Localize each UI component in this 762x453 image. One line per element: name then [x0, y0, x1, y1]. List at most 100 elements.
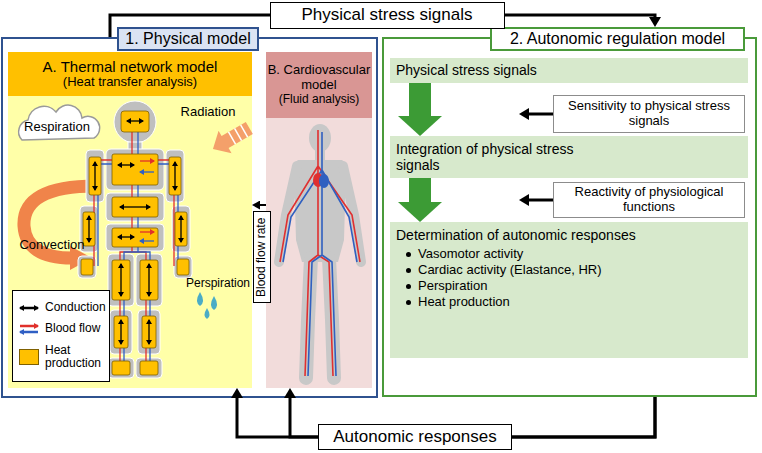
- bullet-dot: [406, 268, 411, 273]
- figure-label: Perspiration: [186, 277, 250, 291]
- conduction-arrow: [120, 206, 150, 207]
- panel-title: (Fluid analysis): [279, 93, 360, 107]
- list-item: Cardiac activity (Elastance, HR): [418, 263, 602, 278]
- heat-production-segment: [112, 228, 158, 247]
- process-band: Determination of autonomic responsesVaso…: [390, 222, 748, 358]
- heat-production-segment: [114, 316, 128, 348]
- perspiration-droplet: [211, 296, 217, 310]
- perspiration-droplet: [197, 292, 217, 319]
- signal-label: Blood flow rate: [253, 211, 271, 303]
- band-heading: Determination of autonomic responses: [396, 227, 636, 243]
- panel-title: (Heat transfer analysis): [63, 75, 197, 90]
- circulation-silhouette: [294, 160, 346, 262]
- heat-production-segment: [112, 154, 158, 185]
- radiation-arrow: [229, 132, 236, 144]
- legend-sample: [20, 306, 38, 309]
- body-silhouette: [136, 254, 162, 306]
- legend-row: Blood flow: [17, 322, 105, 336]
- list-item: Perspiration: [418, 279, 487, 294]
- factor-box: Sensitivity to physical stress signals: [553, 95, 745, 133]
- body-silhouette: [106, 149, 164, 190]
- body-silhouette: [106, 193, 164, 221]
- body-silhouette: [108, 358, 134, 378]
- heat-production-segment: [112, 260, 130, 300]
- box-text: Physical stress signals: [396, 62, 537, 78]
- radiation-arrow: [235, 128, 242, 140]
- heat-production-segment: [140, 361, 158, 375]
- legend-row: Heat production: [17, 344, 105, 372]
- panel-header: B. Cardiovascular model(Fluid analysis): [266, 52, 372, 118]
- perspiration-droplet: [197, 292, 203, 306]
- signal-label: Physical stress signals: [270, 2, 505, 29]
- radiation-arrow: [206, 117, 255, 161]
- legend-sample: [17, 301, 41, 315]
- conduction-arrow: [118, 236, 134, 237]
- body-silhouette: [106, 224, 164, 251]
- radiation-arrow: [241, 125, 248, 137]
- body-silhouette: [136, 358, 162, 378]
- radiation-arrow: [206, 117, 255, 161]
- side-arrow: [529, 113, 553, 116]
- blood-vessel: [280, 130, 360, 376]
- blood-flow-arrow: [140, 160, 154, 161]
- blood-flow-arrow: [140, 240, 154, 241]
- side-arrow: [529, 114, 553, 200]
- conduction-arrow: [148, 264, 149, 296]
- panel-header: A. Thermal network model(Heat transfer a…: [8, 52, 252, 96]
- list-row: Perspiration: [406, 279, 742, 294]
- signal-label: Autonomic responses: [318, 424, 512, 450]
- box-text: Reactivity of physiological functions: [560, 185, 738, 215]
- heart-symbol: [313, 173, 329, 188]
- blood-flow-arrow: [140, 231, 154, 232]
- body-silhouette: [108, 254, 134, 306]
- conduction-arrow: [88, 216, 89, 242]
- body-silhouette: [78, 256, 96, 278]
- bullet-dot: [406, 300, 411, 305]
- body-silhouette: [114, 101, 156, 143]
- body-silhouette: [110, 310, 132, 354]
- circulation-silhouette: [309, 124, 331, 152]
- blood-vessel: [280, 130, 360, 376]
- heat-production-segment: [112, 197, 158, 217]
- box-text: Integration of physical stress signals: [396, 141, 596, 173]
- conduction-arrow: [127, 120, 143, 121]
- blood-flow-arrow: [140, 171, 154, 172]
- heart-symbol: [319, 174, 329, 188]
- list-row: Determination of autonomic responses: [396, 227, 742, 243]
- legend-text: Heat production: [45, 344, 105, 372]
- panel-title: A. Thermal network model: [43, 58, 218, 75]
- panel-title: B. Cardiovascular model: [267, 63, 371, 93]
- legend-sample: [20, 326, 38, 332]
- conduction-arrow: [148, 320, 149, 344]
- conduction-arrow: [120, 264, 121, 296]
- legend-box: ConductionBlood flowHeat production: [12, 290, 110, 382]
- list-row: Heat production: [406, 295, 742, 310]
- circulation-silhouette: [315, 150, 325, 160]
- legend-swatch: [19, 349, 39, 365]
- side-arrow: [529, 199, 553, 202]
- body-silhouette: [166, 150, 184, 202]
- list-row: Vasomotor activity: [406, 247, 742, 262]
- process-band: Integration of physical stress signals: [390, 136, 748, 178]
- conduction-arrow: [120, 320, 121, 344]
- legend-sample: [20, 325, 38, 328]
- body-silhouette: [86, 150, 104, 202]
- body-silhouette: [174, 256, 192, 278]
- conduction-arrow: [118, 164, 134, 165]
- legend-sample: [20, 331, 38, 334]
- flow-connector: [409, 83, 431, 116]
- conduction-arrow: [94, 162, 95, 190]
- perspiration-droplet: [205, 308, 210, 319]
- bullet-dot: [406, 284, 411, 289]
- box-text: Sensitivity to physical stress signals: [560, 99, 738, 129]
- list-body: Determination of autonomic responsesVaso…: [396, 227, 742, 311]
- heat-production-segment: [140, 260, 158, 300]
- factor-box: Reactivity of physiological functions: [553, 182, 745, 218]
- body-silhouette: [138, 310, 160, 354]
- figure-label: Radiation: [181, 105, 236, 120]
- respiration-cloud: [19, 105, 100, 140]
